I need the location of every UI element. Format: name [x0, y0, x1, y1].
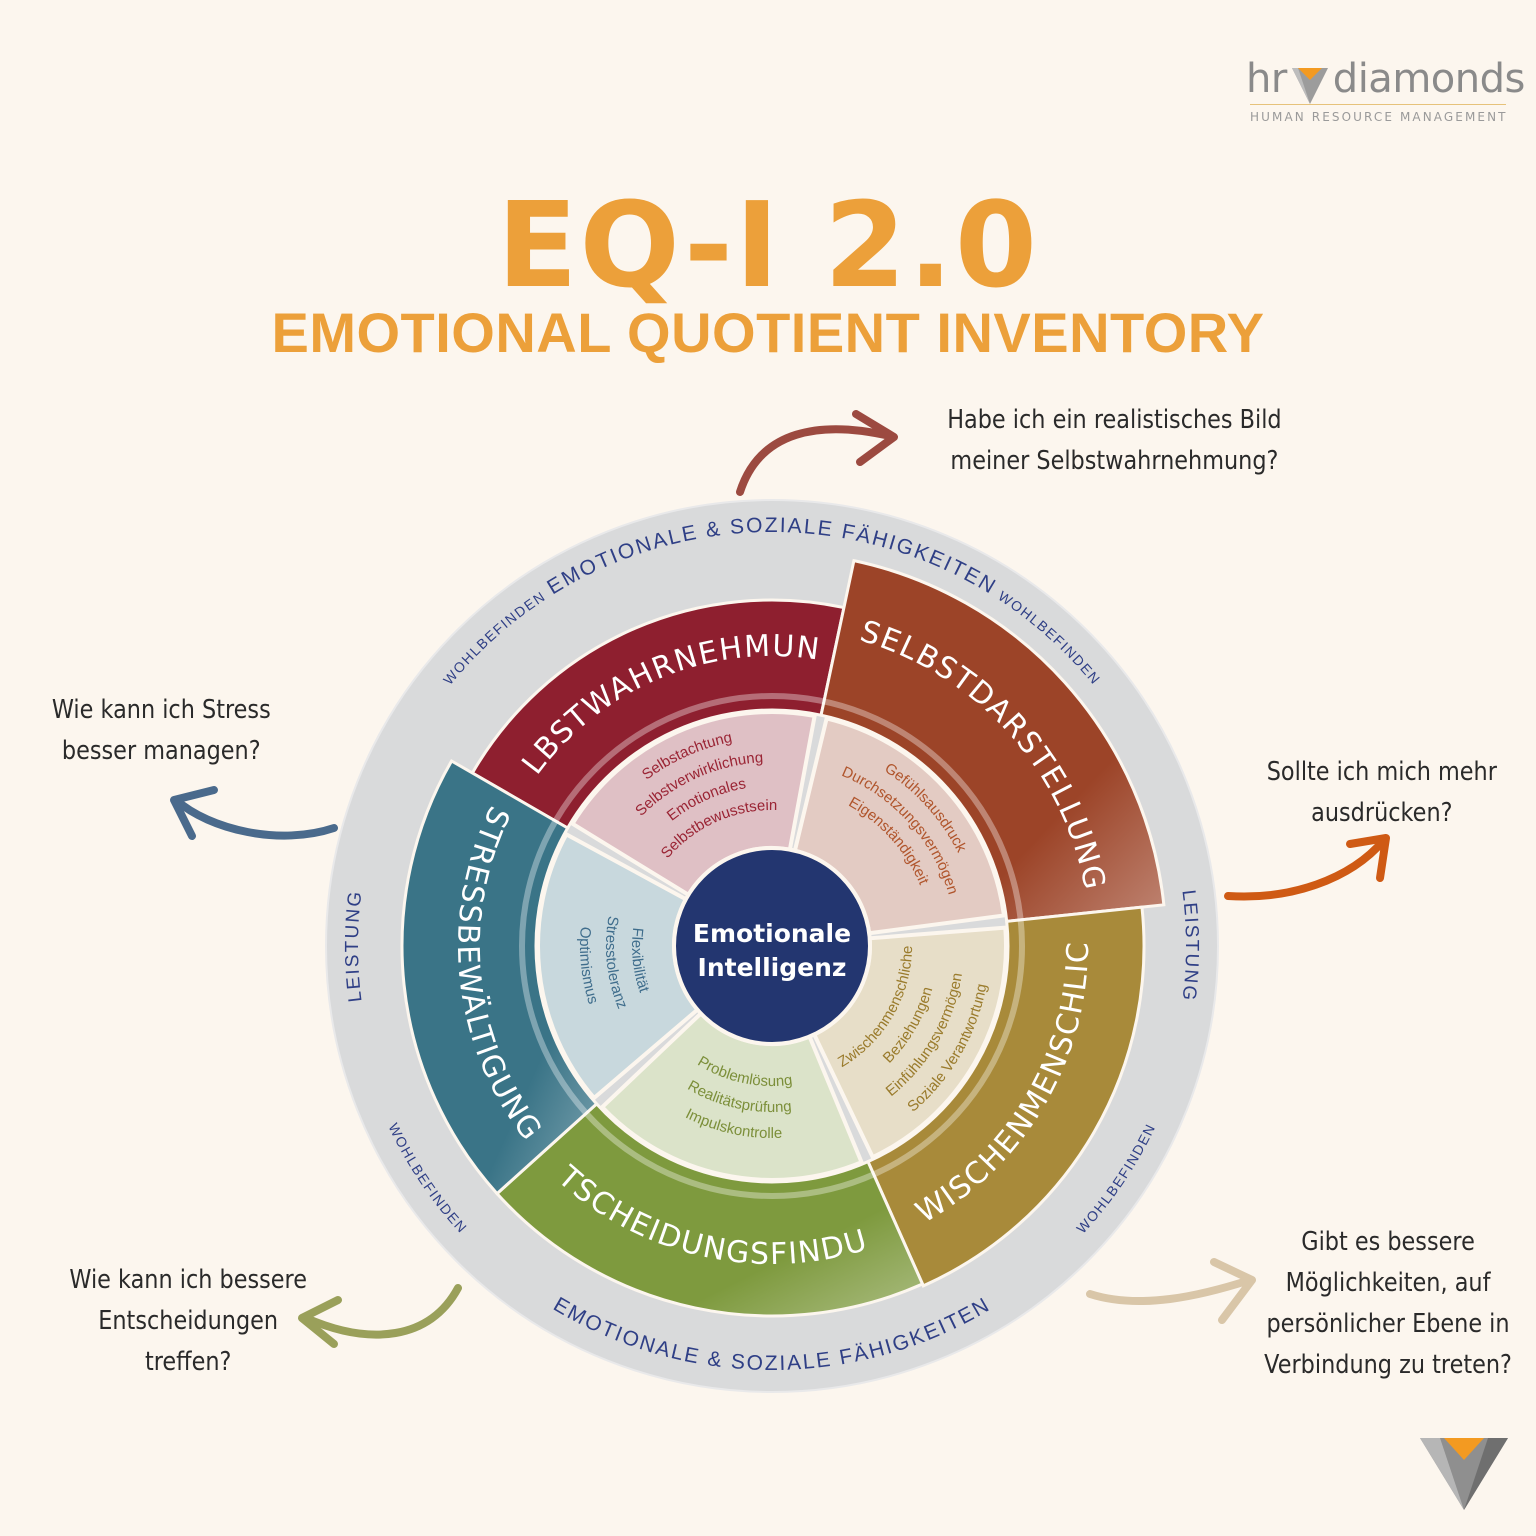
center-circle	[672, 846, 872, 1046]
logo-divider	[1250, 104, 1506, 105]
page-subtitle: EMOTIONAL QUOTIENT INVENTORY	[271, 301, 1265, 364]
brand-logo: hr diamonds HUMAN RESOURCE MANAGEMENT	[1246, 56, 1525, 132]
question-top: Habe ich ein realistisches Bild meiner S…	[947, 405, 1282, 476]
arrow-icon	[736, 410, 898, 496]
brand-tagline: HUMAN RESOURCE MANAGEMENT	[1250, 110, 1508, 124]
brand-name-right: diamonds	[1332, 56, 1526, 102]
brand-name-left: hr	[1246, 56, 1287, 102]
ring-label-performance-right: LEISTUNG	[1177, 889, 1202, 1004]
arrow-icon	[1224, 834, 1390, 901]
question-right: Sollte ich mich mehr ausdrücken?	[1266, 757, 1497, 828]
arrow-icon	[1086, 1258, 1256, 1324]
ring-label-performance-left: LEISTUNG	[342, 889, 367, 1004]
diamond-icon	[1292, 68, 1328, 104]
question-bottom-right: Gibt es bessere Möglichkeiten, auf persö…	[1264, 1227, 1512, 1380]
arrow-icon	[170, 786, 338, 840]
question-left: Wie kann ich Stress besser managen?	[51, 695, 271, 766]
center-label-line1: Emotionale	[693, 919, 851, 948]
arrow-icon	[298, 1284, 462, 1348]
page-title: EQ-I 2.0	[496, 176, 1040, 314]
center-label-line2: Intelligenz	[698, 953, 847, 982]
segment-name-1: SELBSTWAHRNEHMUNG	[0, 0, 823, 781]
question-bottom-left: Wie kann ich bessere Entscheidungen tref…	[69, 1265, 307, 1377]
diamond-icon	[1420, 1438, 1508, 1510]
